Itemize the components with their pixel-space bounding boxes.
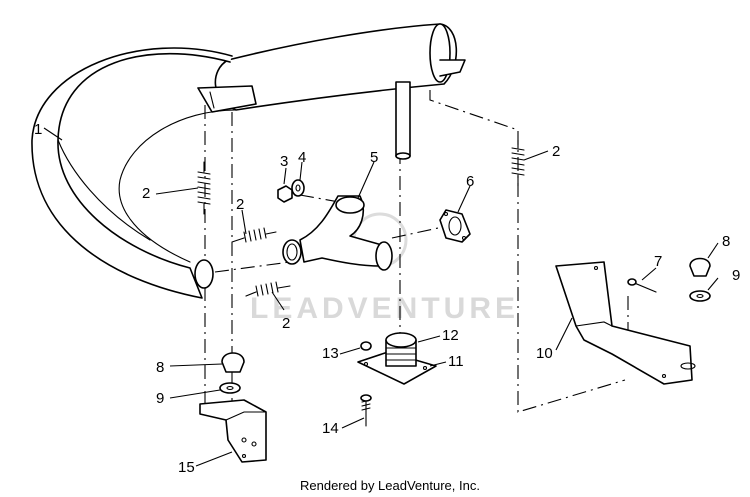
callout-3: 3: [280, 153, 288, 170]
callout-9-left: 9: [156, 390, 164, 407]
screw-14: [360, 394, 372, 427]
gasket: [439, 209, 471, 243]
screw-7: [627, 278, 657, 293]
leader-lines: [43, 127, 719, 467]
leadventure-watermark: LEADVENTURE: [250, 212, 519, 325]
callout-8-right: 8: [722, 233, 730, 250]
callout-labels: 1 2 2 2 2 3 4 5 6 7 8 8 9 9 10 11 12 13 …: [34, 121, 740, 476]
callout-11: 11: [448, 353, 464, 370]
callout-5: 5: [370, 149, 378, 166]
spring-lower-diagonal: [245, 281, 291, 297]
callout-6: 6: [466, 173, 474, 190]
washer-left: [219, 382, 241, 394]
bracket-15: [199, 399, 267, 463]
callout-9-right: 9: [732, 267, 740, 284]
bracket-10: [555, 261, 696, 385]
callout-2-lower: 2: [282, 315, 290, 332]
callout-1: 1: [34, 121, 42, 138]
callout-15: 15: [178, 459, 195, 476]
grommet-left: [221, 352, 245, 373]
spring-left-vertical: [197, 161, 211, 215]
grommet-right: [689, 257, 711, 277]
exhaust-manifold: [282, 195, 393, 271]
washer-right: [689, 290, 711, 302]
callout-10: 10: [536, 345, 553, 362]
callout-13: 13: [322, 345, 339, 362]
spring-right-vertical: [511, 139, 525, 187]
nut-3: [277, 185, 293, 203]
callout-4: 4: [298, 149, 306, 166]
callout-2-upper: 2: [236, 196, 244, 213]
springs: [197, 139, 525, 297]
rubber-isolator: [385, 332, 417, 367]
nut-13: [360, 341, 372, 351]
spring-upper-diagonal: [231, 227, 277, 243]
callout-8-left: 8: [156, 359, 164, 376]
callout-7: 7: [654, 253, 662, 270]
callout-12: 12: [442, 327, 459, 344]
isolator-plate: [357, 351, 437, 385]
callout-2-left: 2: [142, 185, 150, 202]
callout-2-right: 2: [552, 143, 560, 160]
render-credit: Rendered by LeadVenture, Inc.: [300, 478, 480, 493]
washer-4: [291, 179, 305, 197]
callout-14: 14: [322, 420, 339, 437]
watermark-text: LEADVENTURE: [250, 292, 519, 325]
mounting-stud: [395, 81, 411, 160]
